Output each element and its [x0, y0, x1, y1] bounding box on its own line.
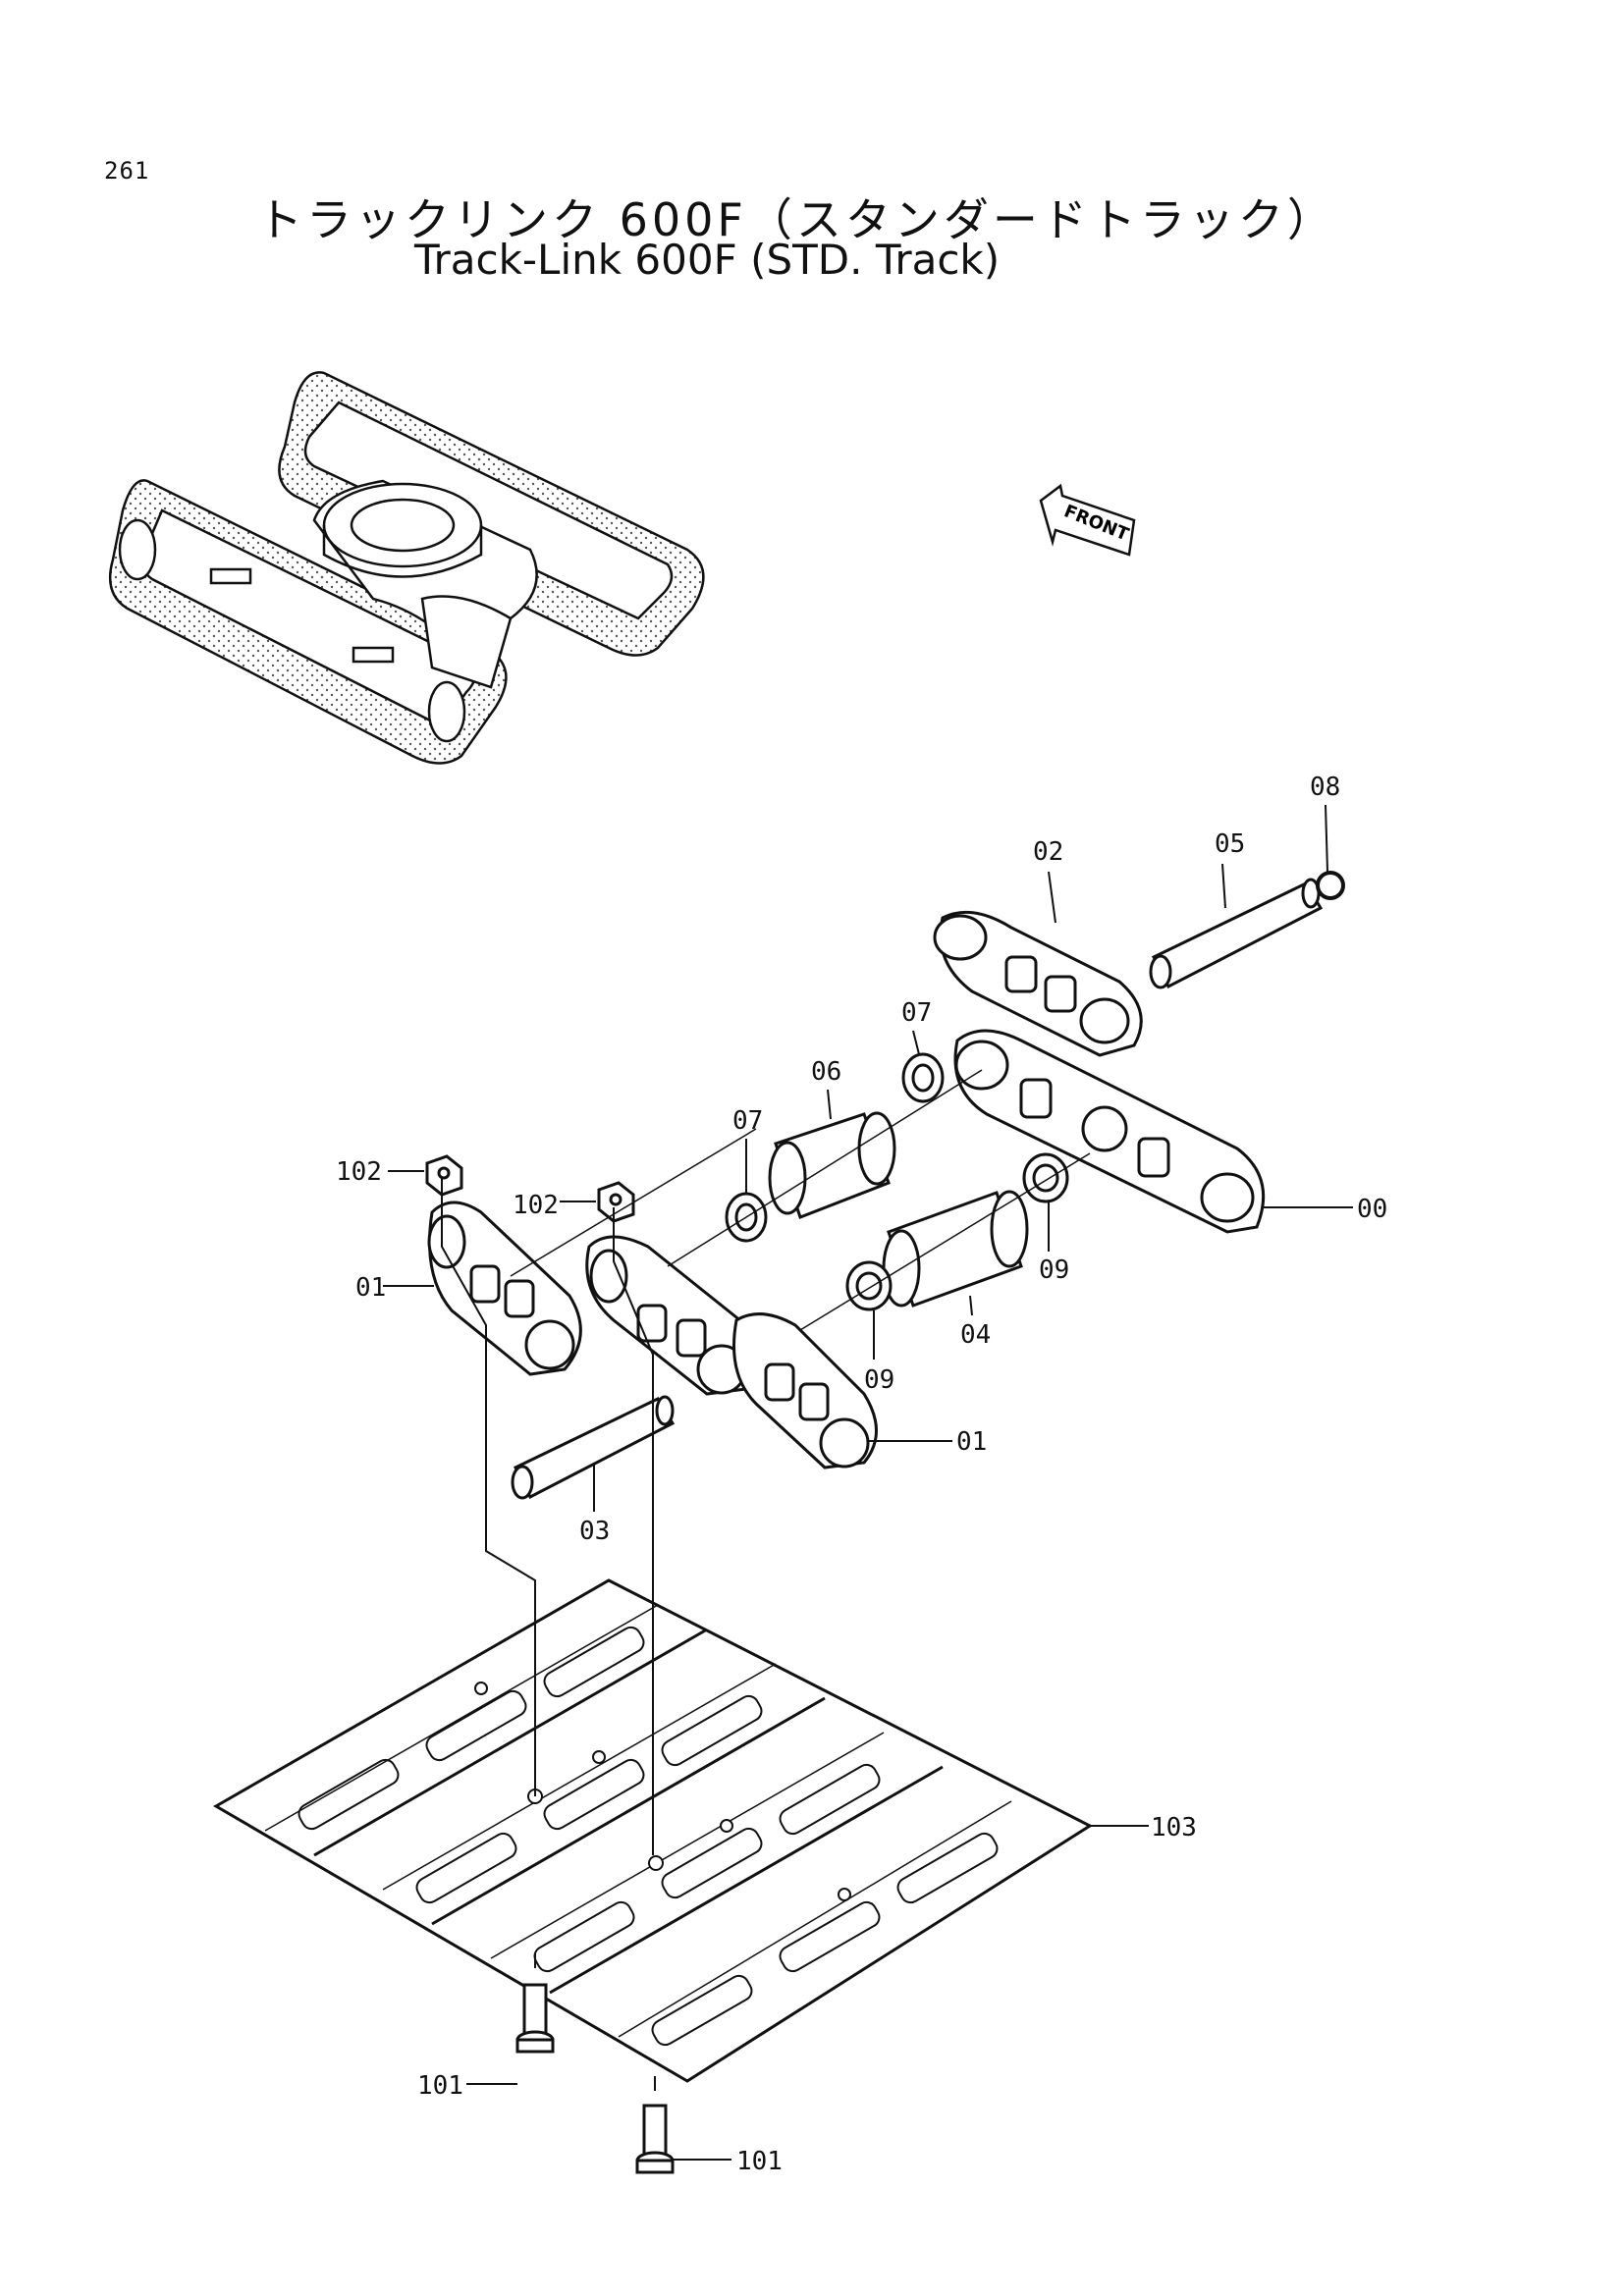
bolt-101-right: [635, 2104, 675, 2174]
page-number: 261: [104, 157, 150, 185]
callout-101-right: 101: [736, 2147, 783, 2176]
track-pin-05: [1149, 878, 1324, 989]
title-japanese: トラックリンク 600F（スタンダードトラック）: [257, 193, 1336, 246]
seal-09-right: [1022, 1152, 1069, 1203]
callout-02: 02: [1033, 837, 1063, 867]
front-arrow-icon: FRONT: [1039, 483, 1136, 557]
undercarriage-overview: [108, 371, 705, 765]
bolt-101-left: [515, 1983, 555, 2054]
seal-07-right: [901, 1052, 945, 1103]
track-link-01-left: [427, 1201, 582, 1376]
callout-09-left: 09: [864, 1365, 894, 1395]
callout-01-right: 01: [956, 1427, 987, 1457]
callout-07-left: 07: [732, 1106, 763, 1136]
callout-09-right: 09: [1039, 1255, 1069, 1285]
callout-103: 103: [1151, 1813, 1197, 1842]
callout-01-left: 01: [355, 1273, 386, 1303]
callout-06: 06: [811, 1057, 841, 1087]
callout-04: 04: [960, 1320, 991, 1350]
callout-08: 08: [1310, 773, 1340, 802]
bushing-04: [882, 1190, 1029, 1308]
parts: [425, 871, 1345, 1500]
snap-ring-08: [1316, 871, 1345, 900]
callout-102-right: 102: [513, 1191, 559, 1220]
bushing-06: [768, 1111, 896, 1219]
callout-07-right: 07: [901, 998, 932, 1028]
callout-labels: 08 02 05 07 06 07 102 102 01 00 09 04 09…: [336, 773, 1387, 2176]
title-english: Track-Link 600F (STD. Track): [414, 236, 1001, 284]
master-link-00: [953, 1029, 1266, 1234]
callout-05: 05: [1215, 829, 1245, 859]
callout-00: 00: [1357, 1195, 1387, 1224]
seal-09-left: [845, 1260, 893, 1311]
track-link-01-right: [732, 1312, 878, 1469]
nut-102-left: [425, 1154, 463, 1197]
callout-03: 03: [579, 1517, 610, 1546]
track-link-02: [933, 910, 1143, 1057]
track-pin-03: [511, 1395, 676, 1500]
callout-101-left: 101: [417, 2071, 463, 2101]
nut-102-right: [597, 1181, 635, 1223]
track-link-01-middle: [585, 1235, 760, 1396]
leader-lines: [383, 804, 1353, 2161]
callout-102-left: 102: [336, 1157, 382, 1187]
